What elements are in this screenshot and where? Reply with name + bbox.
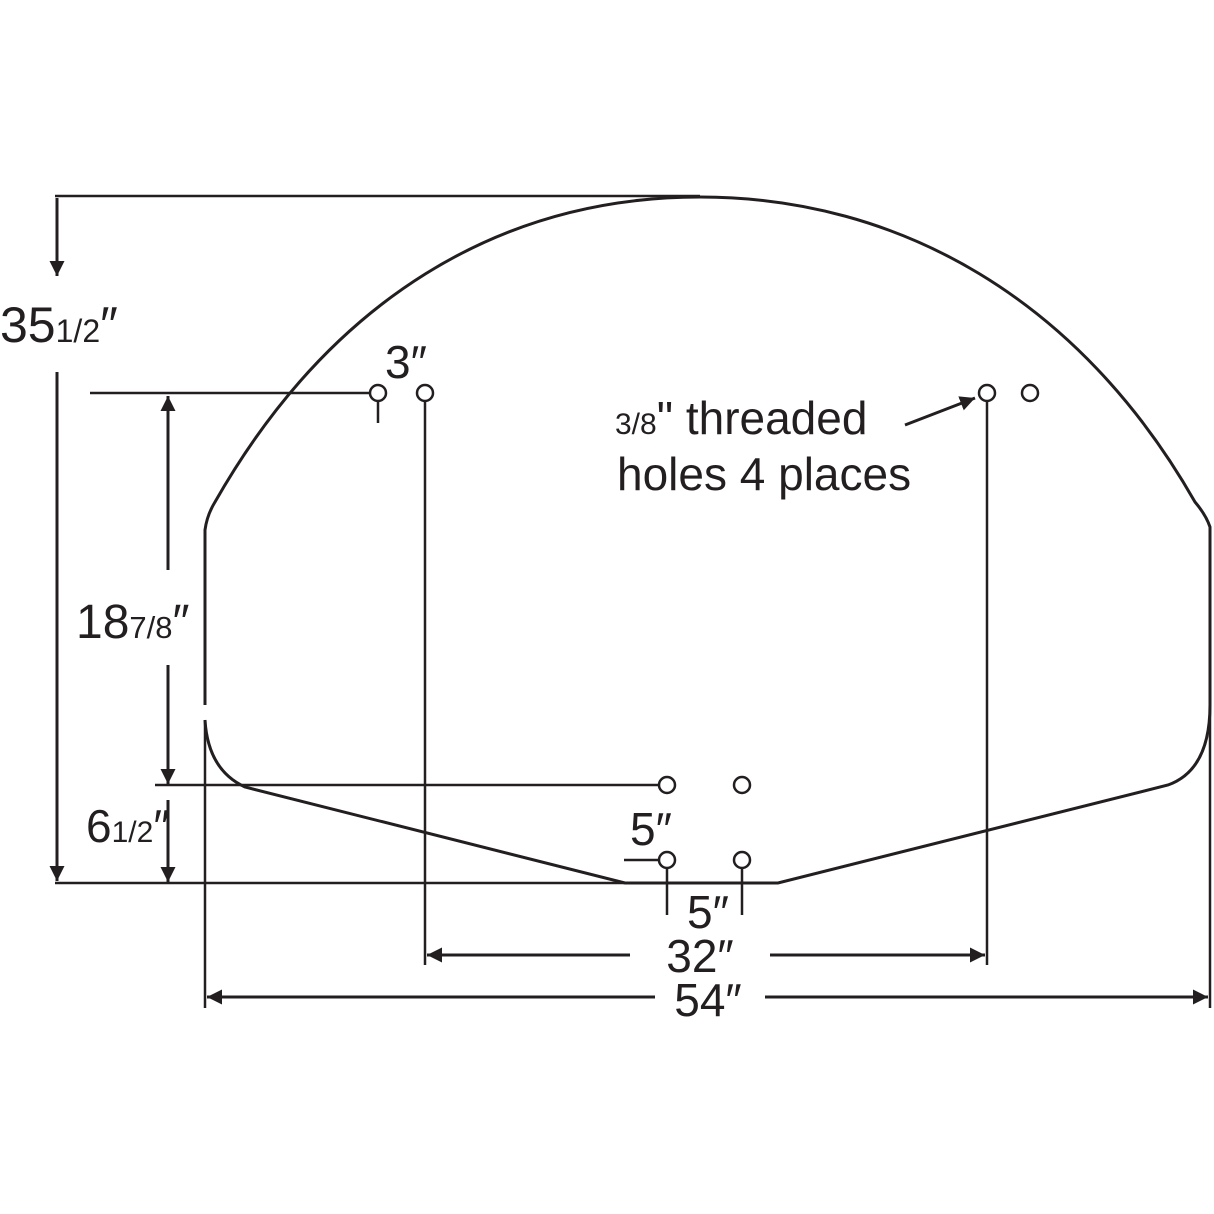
holes bbox=[368, 383, 1040, 870]
backboard-outline bbox=[203, 195, 1212, 885]
total-height-label: 351/2″ bbox=[0, 297, 118, 353]
hole bbox=[657, 775, 677, 795]
top-hole-span-label: 32″ bbox=[666, 930, 733, 982]
hole bbox=[368, 383, 388, 403]
leader-arrow bbox=[904, 396, 976, 427]
hole bbox=[732, 775, 752, 795]
hole bbox=[657, 850, 677, 870]
hole-spacing-label: 187/8″ bbox=[76, 596, 190, 649]
hole bbox=[732, 850, 752, 870]
bottom-hole-horizontal-label: 5″ bbox=[687, 886, 729, 938]
bottom-hole-vertical-label: 5″ bbox=[630, 803, 672, 855]
threaded-holes-note-line2: holes 4 places bbox=[617, 448, 911, 500]
hole bbox=[415, 383, 435, 403]
top-hole-spacing-label: 3″ bbox=[385, 336, 427, 388]
threaded-holes-note: 3/8" threaded bbox=[615, 392, 867, 444]
bottom-offset-label: 61/2″ bbox=[86, 800, 170, 852]
total-width-label: 54″ bbox=[674, 974, 741, 1026]
hole bbox=[977, 383, 997, 403]
hole bbox=[1020, 383, 1040, 403]
